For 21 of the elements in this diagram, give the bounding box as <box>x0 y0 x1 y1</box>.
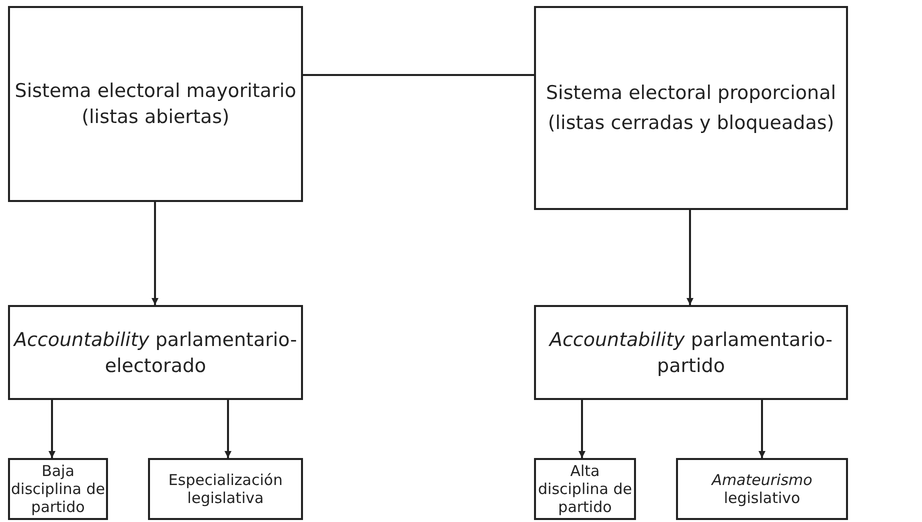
process-box <box>148 458 303 520</box>
arrow <box>686 210 694 305</box>
process-box <box>8 6 303 202</box>
connector-line <box>303 74 534 76</box>
arrow <box>578 400 586 458</box>
process-box <box>534 6 848 210</box>
box-text: Amateurismo legislativo <box>710 471 814 507</box>
arrow <box>224 400 232 458</box>
process-box <box>534 305 848 400</box>
arrow <box>48 400 56 458</box>
arrow <box>758 400 766 458</box>
box-text: Sistema electoral proporcional (listas cerradas y bloqueadas) <box>545 81 837 136</box>
box-text: Sistema electoral mayoritario (listas abiertas) <box>14 79 298 130</box>
arrow <box>152 202 158 305</box>
box-text: Especialización legislativa <box>167 471 284 507</box>
box-text: Accountability parlamentario-electorado <box>12 328 298 378</box>
box-text: Alta disciplina de partido <box>537 462 633 516</box>
process-box <box>8 305 303 400</box>
box-text: Accountability parlamentario-partido <box>548 328 834 378</box>
box-text: Baja disciplina de partido <box>10 462 106 516</box>
process-box <box>676 458 848 520</box>
